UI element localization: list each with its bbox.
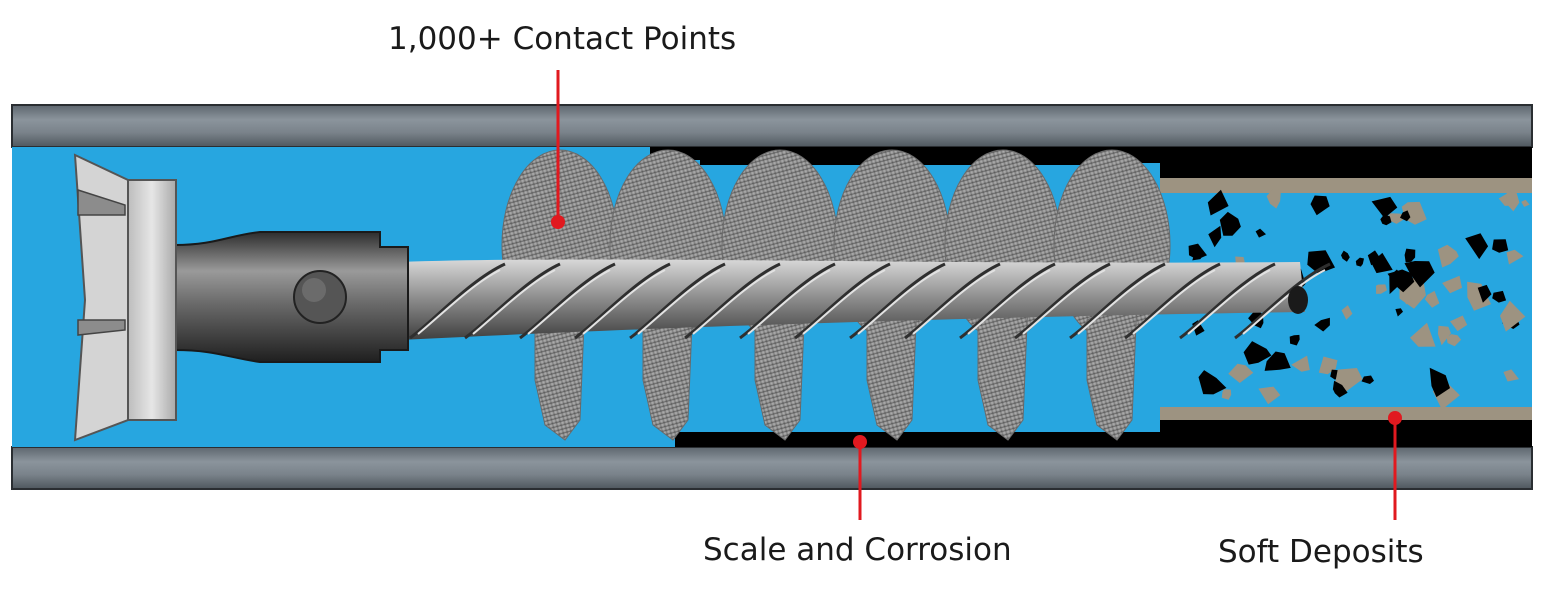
pipe-wall-top <box>11 104 1533 148</box>
pipe-wall-bottom <box>11 446 1533 490</box>
callout-dot-scale <box>853 435 867 449</box>
callout-scale-corrosion: Scale and Corrosion <box>703 532 1012 568</box>
callout-dot-contact <box>551 215 565 229</box>
callout-contact-points: 1,000+ Contact Points <box>388 21 737 57</box>
end-fitting <box>73 153 177 442</box>
callout-soft-deposits: Soft Deposits <box>1218 534 1424 570</box>
callout-dot-soft <box>1388 411 1402 425</box>
callout-markers <box>551 70 1402 520</box>
brush-shaft <box>174 231 409 363</box>
deposit-band-bottom <box>1160 407 1532 420</box>
deposit-band-top <box>1160 178 1532 193</box>
scale-layer-bottom <box>675 420 1532 447</box>
twisted-wire-core <box>400 259 1331 340</box>
